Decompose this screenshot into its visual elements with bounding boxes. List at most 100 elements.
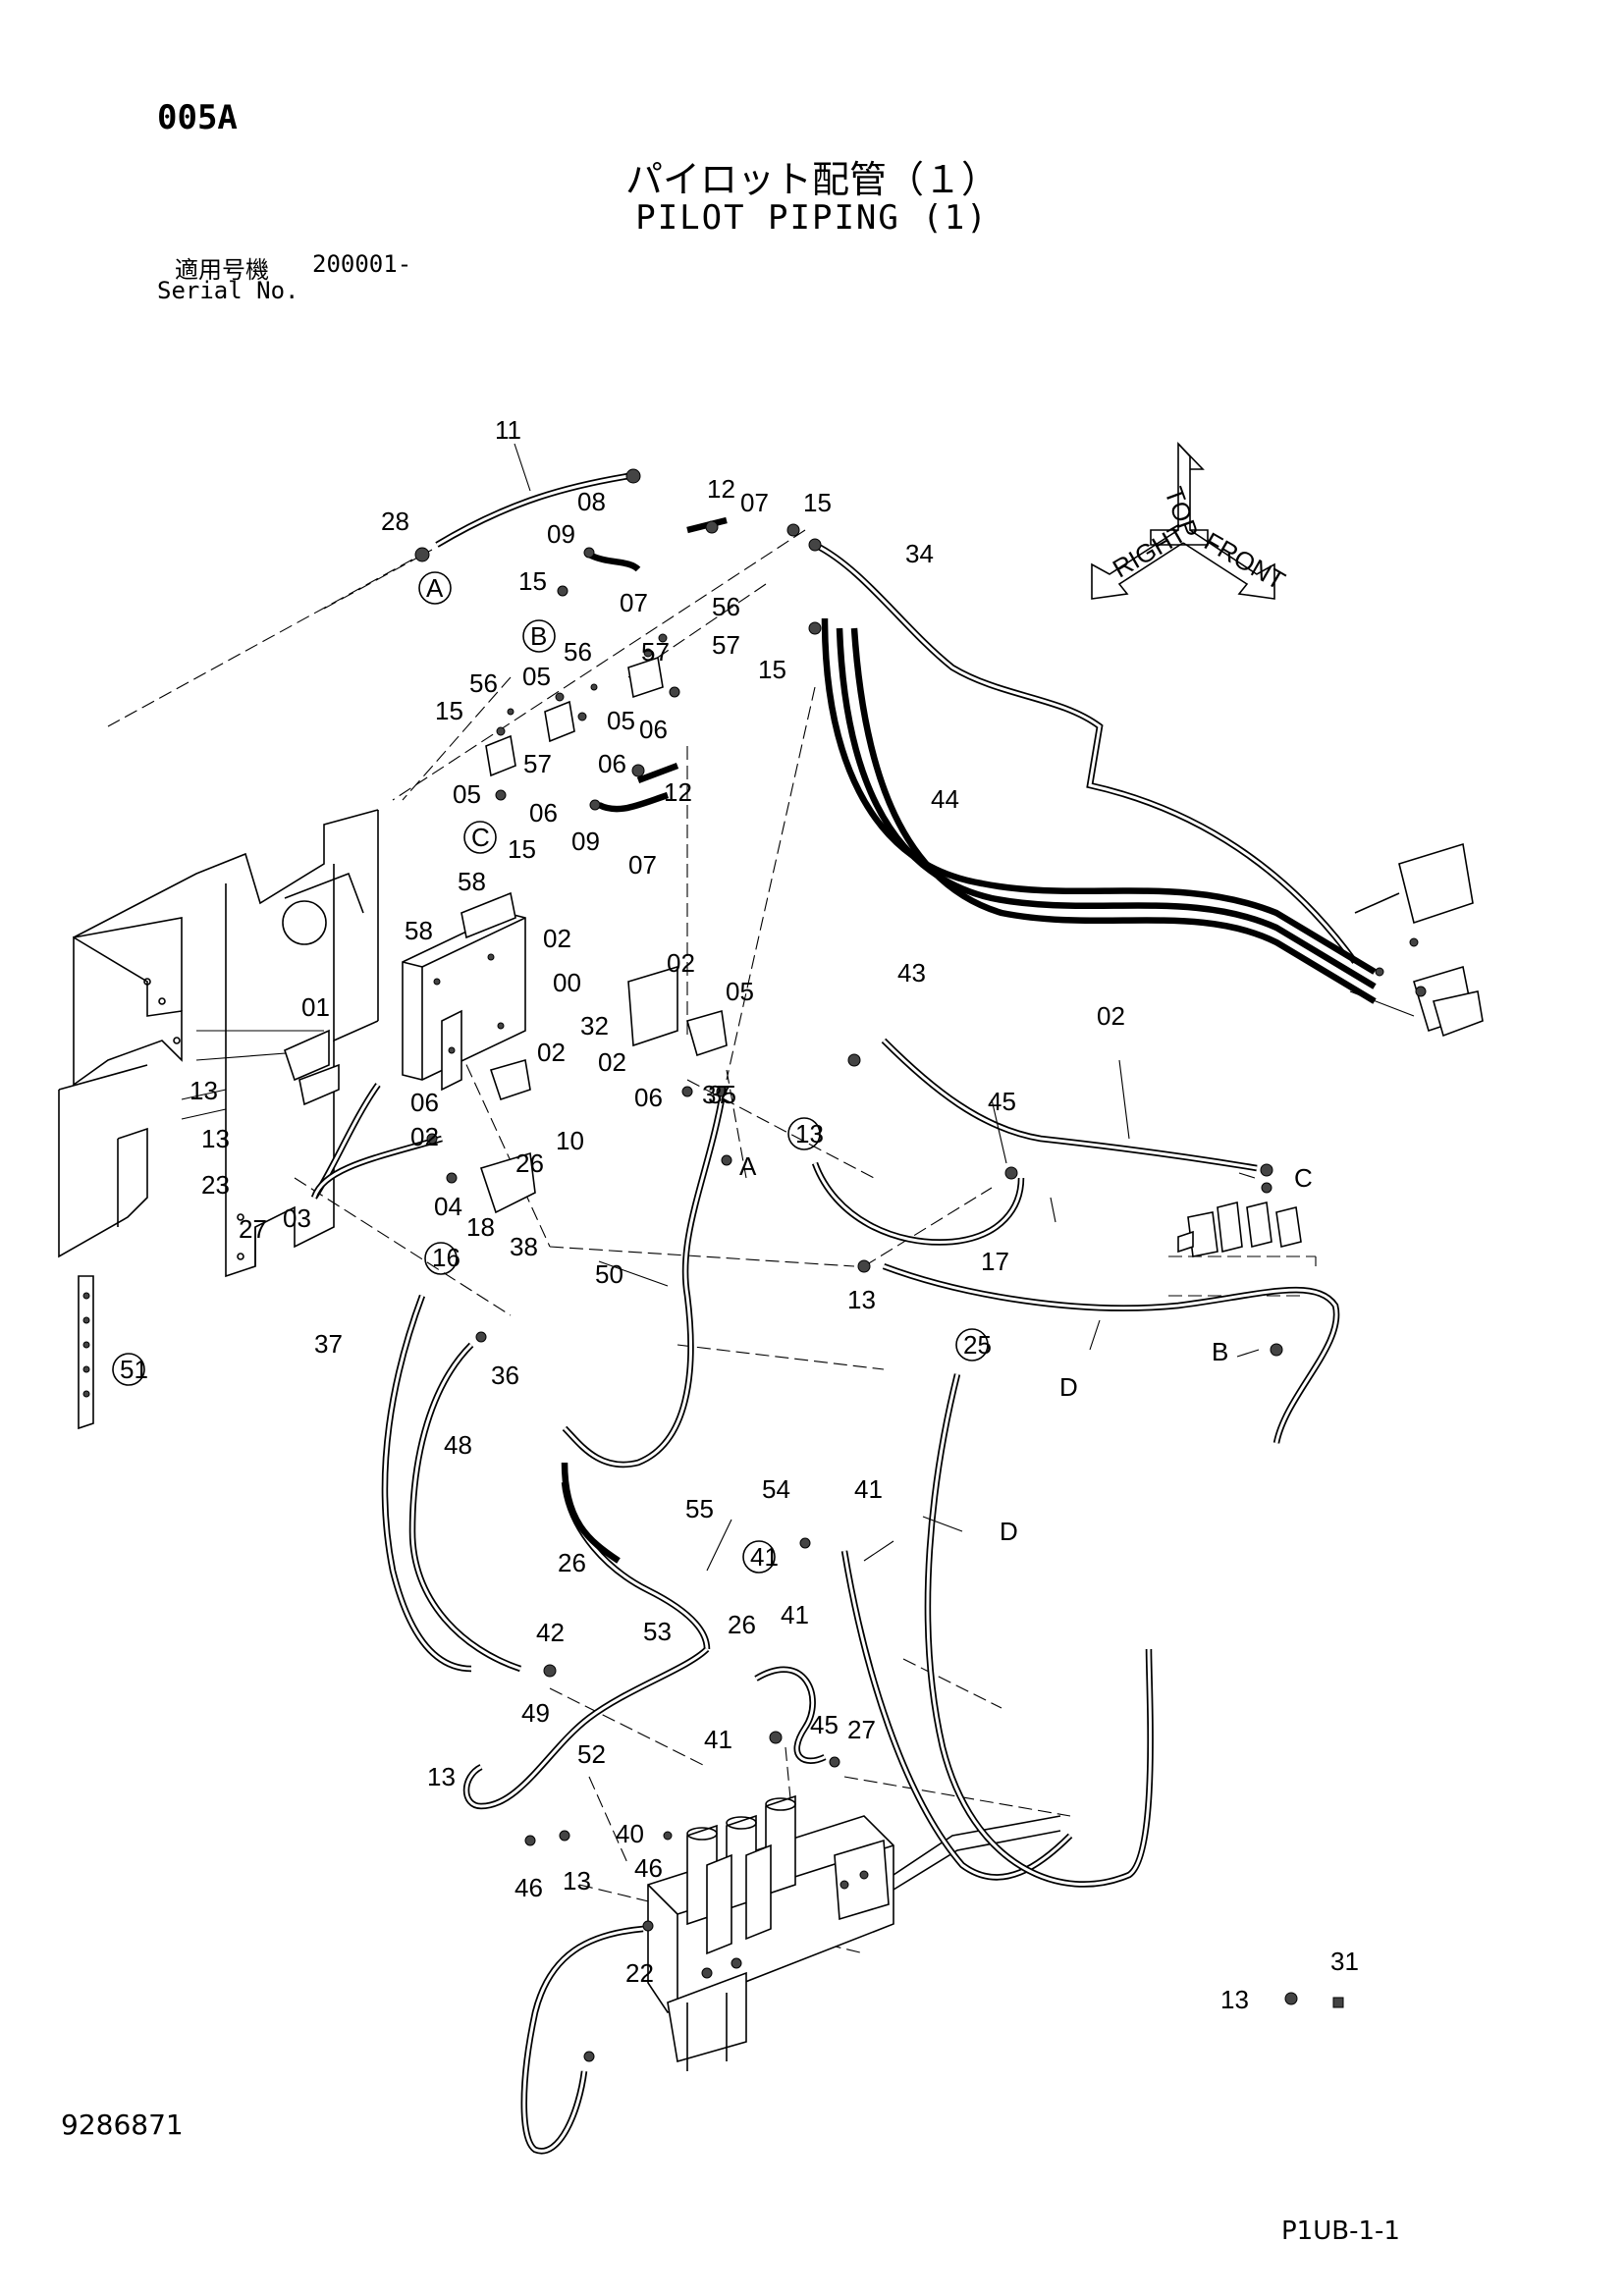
callout-label: 02 [410,1122,439,1151]
callout-label: 06 [634,1083,663,1112]
callout-label: 11 [495,415,521,445]
callout-label: D [1059,1372,1078,1402]
callout-label: 49 [521,1698,550,1728]
callout-label: 10 [556,1126,584,1155]
callout-label: 15 [508,834,536,864]
callout-label: 41 [750,1542,779,1572]
callout-label: 45 [810,1710,839,1739]
callout-labels: 11 28 A 08 12 07 15 34 09 15 07 56 57 B … [120,415,1359,2014]
callout-label: 02 [537,1038,566,1067]
callout-label: 07 [628,850,657,880]
serial-label-japanese: 適用号機 [175,256,269,284]
callout-label: 06 [639,715,668,744]
page-title-english: PILOT PIPING (1) [635,198,989,238]
fittings [414,468,1427,2062]
orientation-front-label: FRONT [1200,526,1291,596]
callout-label: 35 [708,1080,736,1109]
callout-label: 56 [469,668,498,698]
pilot-switch-assembly [1354,842,1484,1038]
callout-label: 56 [712,592,740,621]
callout-label: 41 [781,1600,809,1629]
callout-label: 45 [988,1087,1016,1116]
callout-label: 05 [726,977,754,1006]
callout-label: 54 [762,1474,790,1504]
callout-label: 41 [704,1725,732,1754]
mounting-brackets [284,965,728,1214]
callout-label: 01 [301,992,330,1022]
orientation-right-label: RIGHT [1108,518,1191,583]
callout-label: 57 [641,637,670,667]
callout-label: 37 [702,1080,731,1109]
callout-label: 06 [410,1088,439,1117]
callout-label: 05 [522,662,551,691]
callout-label: 58 [405,916,433,945]
callout-label: 22 [625,1958,654,1988]
callout-label: 46 [634,1853,663,1883]
callout-label: 05 [607,706,635,735]
callout-label: 03 [283,1203,311,1233]
callout-label: 13 [847,1285,876,1314]
callout-label: 23 [201,1170,230,1200]
callout-label: 27 [847,1715,876,1744]
callout-label: 02 [667,948,695,978]
hose-lines [310,472,1377,2155]
callout-label: 15 [758,655,786,684]
callout-label: 43 [897,958,926,988]
callout-label: 26 [728,1610,756,1639]
callout-label: 55 [685,1494,714,1523]
callout-label: 26 [558,1548,586,1577]
callout-label: 06 [529,798,558,828]
callout-label: 38 [510,1232,538,1261]
callout-label: 18 [466,1212,495,1242]
callout-label: 02 [1097,1001,1125,1031]
callout-label: 02 [598,1047,626,1077]
callout-label: 17 [981,1247,1009,1276]
control-valve-assembly [647,1794,1061,2071]
callout-label: 48 [444,1430,472,1460]
page-code: P1UB-1-1 [1281,2216,1400,2246]
callout-label: 13 [1220,1985,1249,2014]
callout-label: 57 [712,630,740,660]
callout-label: 05 [453,779,481,809]
callout-label: 15 [435,696,463,725]
page-title-japanese: パイロット配管（１） [624,158,999,201]
reference-circles [112,571,989,1574]
callout-label: C [471,823,490,852]
callout-label: 28 [381,507,409,536]
solenoid-valve-blocks [485,648,664,777]
serial-number-range: 200001- [312,250,412,278]
pressure-sensor-assembly [1177,1182,1302,1257]
callout-label: 12 [707,474,735,504]
callout-label: 52 [577,1739,606,1769]
callout-label: 06 [598,749,626,778]
control-box-bracket [402,891,526,1092]
callout-label: 07 [620,588,648,617]
callout-label: 02 [543,924,571,953]
page-section-code: 005A [157,98,238,137]
callout-label: B [1212,1337,1228,1366]
callout-label: 53 [643,1617,672,1646]
callout-label: 27 [239,1214,267,1244]
callout-label: 34 [905,539,934,568]
callout-label: 13 [189,1076,218,1105]
callout-label: 15 [803,488,832,517]
callout-label: 15 [518,566,547,596]
callout-label: 13 [563,1866,591,1896]
callout-label: 31 [1330,1947,1359,1976]
orientation-symbol: TOP FRONT RIGHT [1091,441,1291,600]
callout-label: 13 [201,1124,230,1153]
callout-label: 04 [434,1192,462,1221]
callout-label: 16 [432,1243,460,1272]
callout-label: 57 [523,749,552,778]
callout-leaders [514,443,1415,1572]
callout-label: 13 [427,1762,456,1791]
callout-label: 26 [515,1148,544,1178]
callout-label: 51 [120,1355,148,1384]
callout-label: 40 [616,1819,644,1848]
callout-label: 41 [854,1474,883,1504]
callout-label: A [426,573,444,603]
callout-label: 13 [795,1119,824,1148]
callout-label: 50 [595,1259,623,1289]
drawing-number: 9286871 [61,2109,184,2141]
